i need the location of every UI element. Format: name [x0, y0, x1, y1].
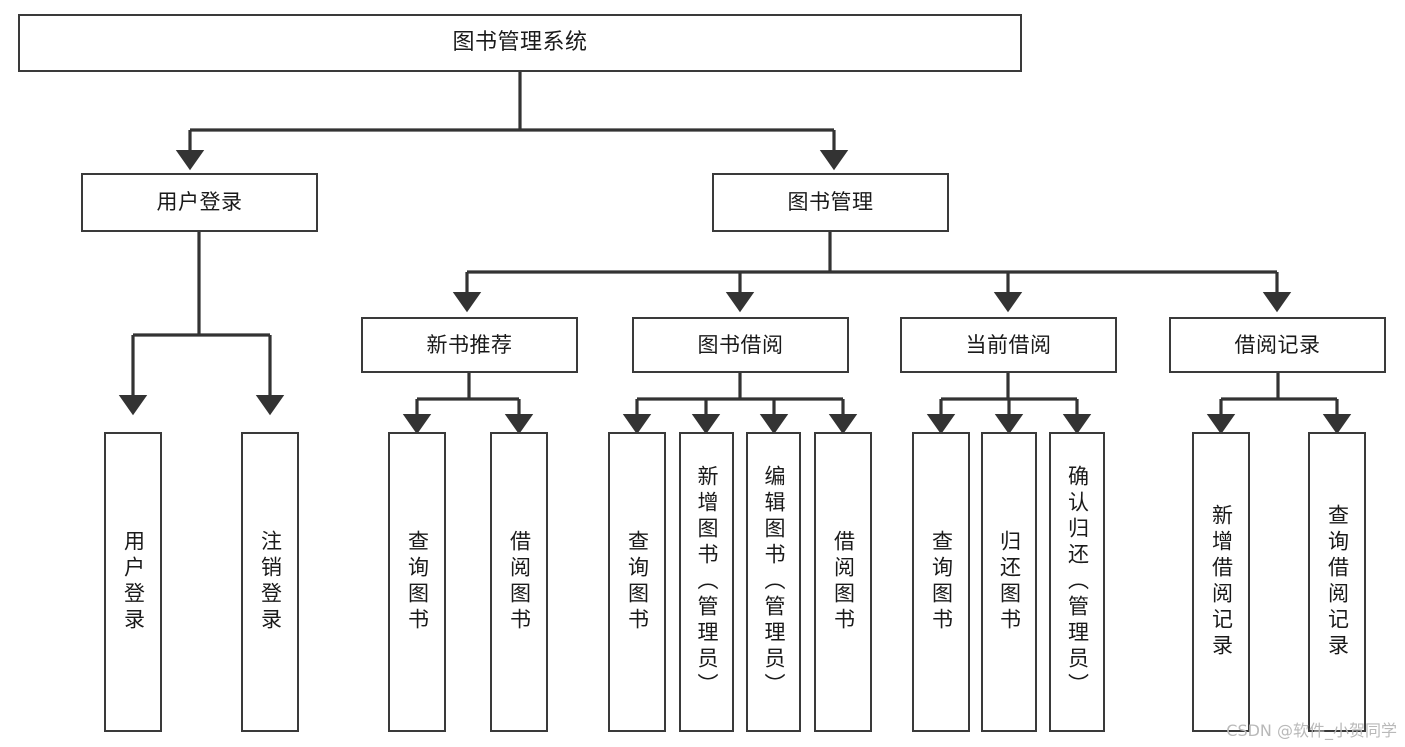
leaf-user-login-login-label: 用户登录 [121, 530, 146, 634]
leaf-book-borrow-borrow-book[interactable]: 借阅图书 [814, 432, 872, 732]
node-current-borrow-label: 当前借阅 [965, 332, 1052, 357]
node-root-book-management-system[interactable]: 图书管理系统 [18, 14, 1022, 72]
node-borrow-record-label: 借阅记录 [1234, 332, 1321, 357]
node-borrow-record[interactable]: 借阅记录 [1169, 317, 1386, 373]
leaf-current-borrow-return-book[interactable]: 归还图书 [981, 432, 1037, 732]
csdn-watermark: CSDN @软件_小贺同学 [1226, 721, 1397, 740]
node-root-label: 图书管理系统 [452, 30, 588, 55]
leaf-borrow-record-query-record[interactable]: 查询借阅记录 [1308, 432, 1366, 732]
leaf-current-borrow-return-book-label: 归还图书 [997, 530, 1022, 634]
leaf-new-book-borrow-book[interactable]: 借阅图书 [490, 432, 548, 732]
leaf-borrow-record-query-record-label: 查询借阅记录 [1325, 504, 1350, 660]
node-new-book-recommend[interactable]: 新书推荐 [361, 317, 578, 373]
leaf-current-borrow-confirm-return-admin[interactable]: 确认归还（管理员） [1049, 432, 1105, 732]
leaf-book-borrow-borrow-book-label: 借阅图书 [831, 530, 856, 634]
leaf-user-login-logout[interactable]: 注销登录 [241, 432, 299, 732]
node-book-borrow-label: 图书借阅 [697, 332, 784, 357]
node-book-management-label: 图书管理 [787, 190, 874, 214]
node-new-book-recommend-label: 新书推荐 [426, 332, 513, 357]
node-current-borrow[interactable]: 当前借阅 [900, 317, 1117, 373]
leaf-new-book-query-book-label: 查询图书 [405, 530, 430, 634]
node-book-borrow[interactable]: 图书借阅 [632, 317, 849, 373]
leaf-new-book-query-book[interactable]: 查询图书 [388, 432, 446, 732]
leaf-current-borrow-query-book-label: 查询图书 [929, 530, 954, 634]
leaf-borrow-record-add-record-label: 新增借阅记录 [1209, 504, 1234, 660]
leaf-book-borrow-add-book-admin[interactable]: 新增图书（管理员） [679, 432, 734, 732]
leaf-borrow-record-add-record[interactable]: 新增借阅记录 [1192, 432, 1250, 732]
leaf-new-book-borrow-book-label: 借阅图书 [507, 530, 532, 634]
node-book-management[interactable]: 图书管理 [712, 173, 949, 232]
leaf-current-borrow-confirm-return-admin-label: 确认归还（管理员） [1065, 465, 1090, 699]
node-user-login[interactable]: 用户登录 [81, 173, 318, 232]
leaf-book-borrow-edit-book-admin-label: 编辑图书（管理员） [762, 465, 786, 699]
leaf-user-login-logout-label: 注销登录 [258, 530, 283, 634]
leaf-book-borrow-edit-book-admin[interactable]: 编辑图书（管理员） [746, 432, 801, 732]
leaf-book-borrow-query-book[interactable]: 查询图书 [608, 432, 666, 732]
leaf-book-borrow-add-book-admin-label: 新增图书（管理员） [695, 465, 719, 699]
node-user-login-label: 用户登录 [156, 190, 243, 214]
leaf-user-login-login[interactable]: 用户登录 [104, 432, 162, 732]
leaf-current-borrow-query-book[interactable]: 查询图书 [912, 432, 970, 732]
leaf-book-borrow-query-book-label: 查询图书 [625, 530, 650, 634]
